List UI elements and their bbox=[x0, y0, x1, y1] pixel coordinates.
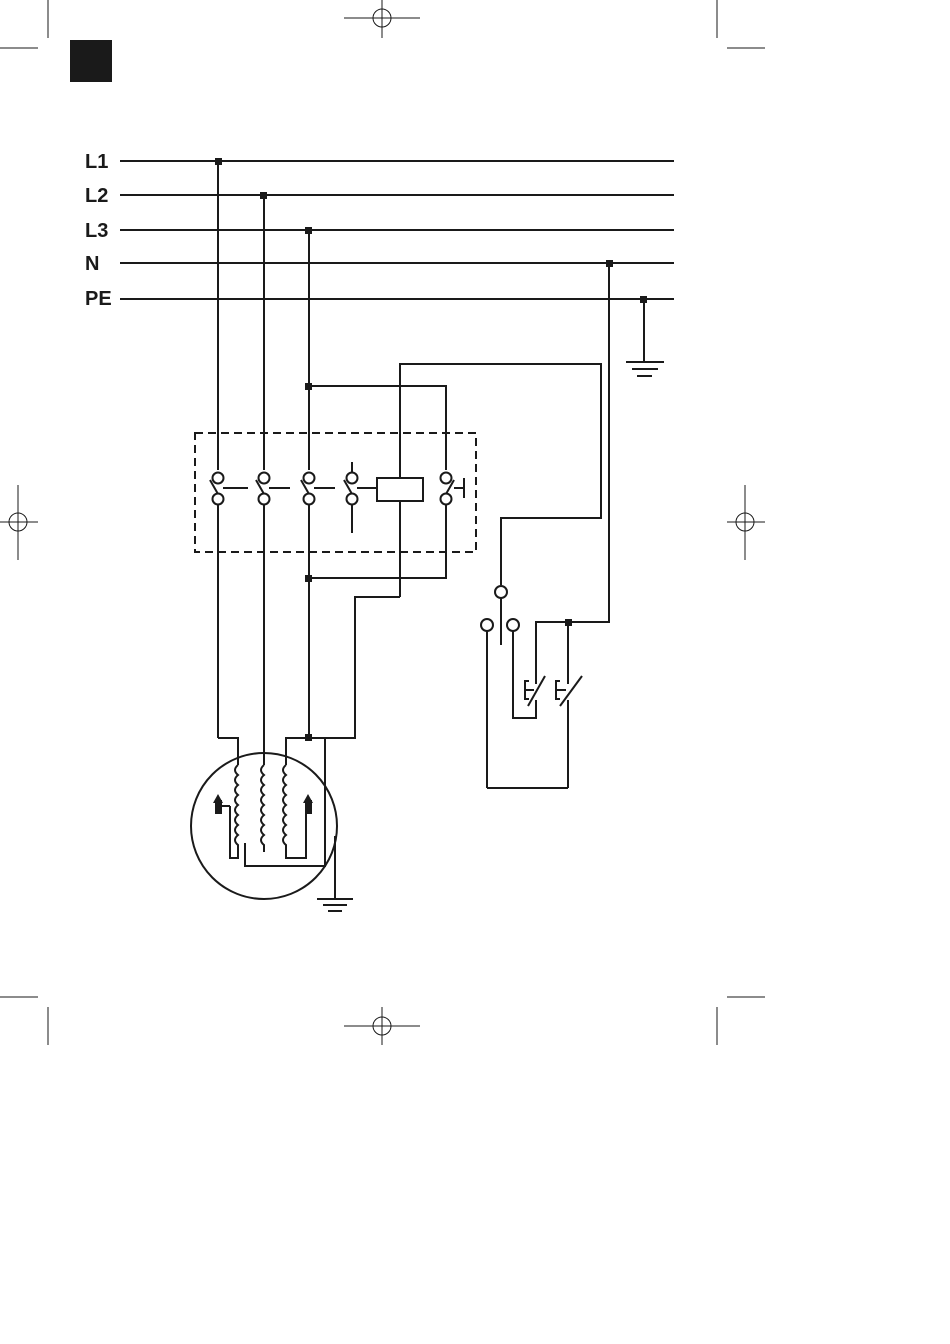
main-contact-l3 bbox=[301, 473, 335, 505]
motor-terminal-right bbox=[303, 794, 313, 814]
motor-winding-1 bbox=[230, 765, 238, 858]
registration-mark-bottom bbox=[344, 1007, 420, 1045]
contactor-enclosure bbox=[195, 433, 476, 552]
label-n: N bbox=[85, 253, 99, 275]
registration-mark-top bbox=[344, 0, 420, 38]
earth-symbol-motor bbox=[317, 836, 353, 911]
label-l1: L1 bbox=[85, 151, 108, 173]
aux-contact-spare bbox=[344, 462, 377, 533]
main-contact-l1 bbox=[210, 473, 248, 505]
registration-mark-right bbox=[727, 485, 765, 560]
wire-switch-right bbox=[513, 631, 536, 718]
motor-winding-3 bbox=[283, 765, 306, 858]
wire-motor-u bbox=[218, 738, 238, 765]
earth-symbol-pe bbox=[626, 299, 664, 376]
page-tab-square bbox=[70, 40, 112, 82]
label-pe: PE bbox=[85, 288, 112, 310]
aux-hold-contact bbox=[441, 473, 465, 505]
junction-dot bbox=[305, 575, 312, 582]
wire-n-control bbox=[536, 263, 609, 680]
label-l2: L2 bbox=[85, 185, 108, 207]
pushbutton-start bbox=[556, 676, 582, 788]
wire-l3-aux-top bbox=[309, 386, 446, 470]
motor-terminal-left bbox=[213, 794, 230, 814]
main-contact-l2 bbox=[256, 473, 290, 505]
label-l3: L3 bbox=[85, 220, 108, 242]
pushbutton-stop bbox=[525, 676, 545, 706]
motor-winding-2 bbox=[261, 765, 264, 852]
crop-marks bbox=[0, 0, 765, 1045]
contactor-coil bbox=[377, 478, 423, 501]
wire-aux-bottom bbox=[309, 505, 446, 578]
registration-mark-left bbox=[0, 485, 38, 560]
wire-coil-to-motor bbox=[325, 597, 400, 738]
